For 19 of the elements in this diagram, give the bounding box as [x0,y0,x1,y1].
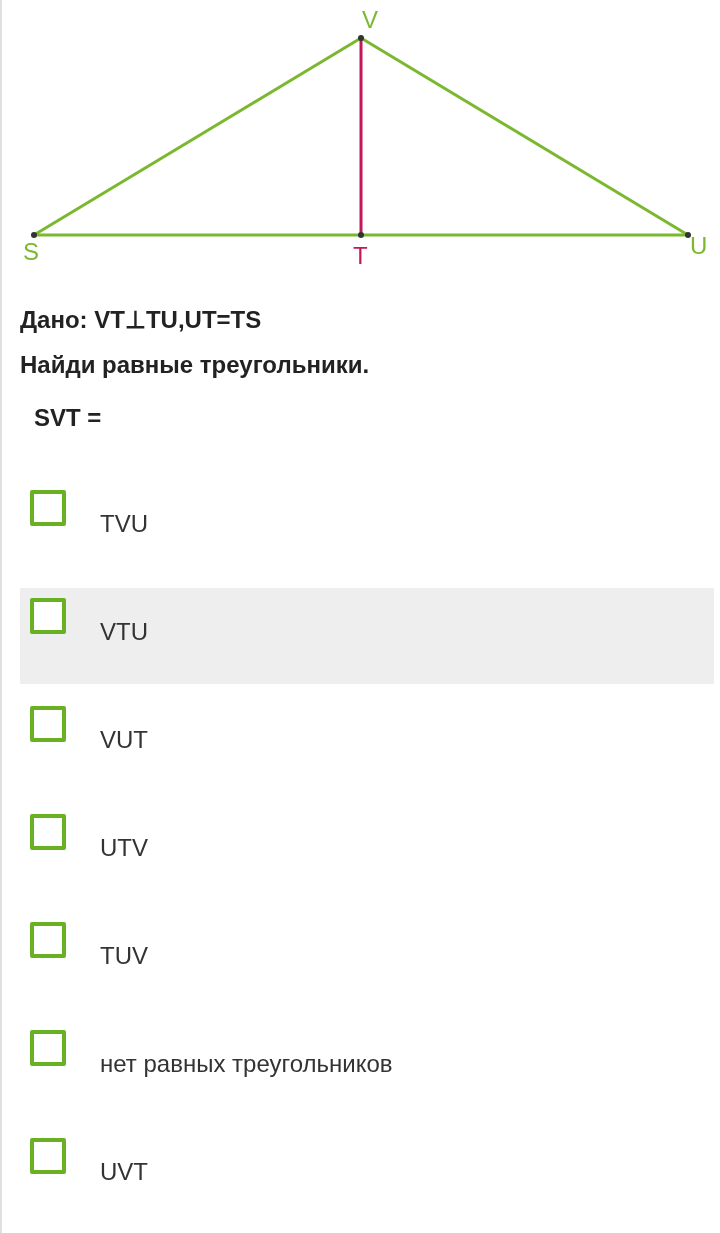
option-text: TUV [100,944,148,968]
option-text: нет равных треугольников [100,1052,393,1076]
question-prompt: SVT = [34,406,102,430]
vertex-label: S [23,240,39,264]
option-text: UTV [100,836,148,860]
problem-text: Дано: VT⊥TU,UT=TS [20,308,262,332]
line-segment [34,233,361,237]
line-segment [361,233,688,237]
option-text: VUT [100,728,148,752]
line-segment [360,36,689,237]
vertex-label: V [362,8,378,32]
vertex-label: T [353,244,368,268]
line-segment [359,38,363,235]
vertex-label: U [690,234,708,258]
option-text: VTU [100,620,148,644]
line-segment [33,36,362,237]
option-text: UVT [100,1160,148,1184]
option-text: TVU [100,512,148,536]
problem-text: Найди равные треугольники. [20,353,370,377]
